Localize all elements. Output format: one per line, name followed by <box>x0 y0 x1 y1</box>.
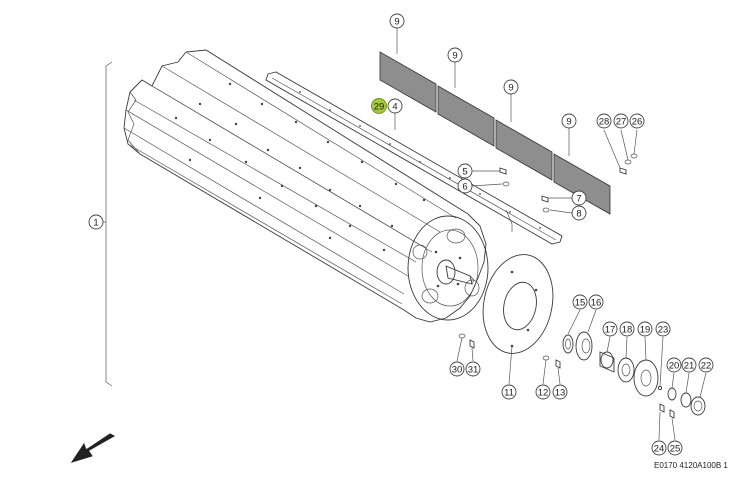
svg-text:9: 9 <box>566 117 571 128</box>
svg-text:24: 24 <box>654 444 665 455</box>
svg-text:20: 20 <box>669 361 680 372</box>
svg-text:23: 23 <box>658 325 669 336</box>
bearing-parts <box>562 331 706 419</box>
callout-18[interactable]: 18 <box>619 321 635 337</box>
svg-text:6: 6 <box>462 182 467 193</box>
callout-19[interactable]: 19 <box>637 321 653 337</box>
callout-23[interactable]: 23 <box>655 321 671 337</box>
callout-24[interactable]: 24 <box>651 440 667 456</box>
svg-text:4: 4 <box>392 102 397 113</box>
callout-4[interactable]: 4 <box>387 98 403 114</box>
svg-text:16: 16 <box>591 298 602 309</box>
callout-31[interactable]: 31 <box>465 361 481 377</box>
callout-labels: 1 4 29 5 6 7 8 9 9 9 9 28 27 26 15 16 17… <box>88 13 714 456</box>
svg-text:1: 1 <box>93 218 98 229</box>
drawing-code: E0170 4120A100B 1 <box>654 461 728 470</box>
callout-9-a[interactable]: 9 <box>389 13 405 29</box>
rotor-drum <box>123 49 489 323</box>
svg-text:25: 25 <box>670 444 681 455</box>
drum-end-disc <box>407 215 489 321</box>
part-11-flange-disc <box>482 254 554 354</box>
callout-1[interactable]: 1 <box>88 214 104 230</box>
callout-22[interactable]: 22 <box>698 357 714 373</box>
svg-text:17: 17 <box>605 325 616 336</box>
svg-text:26: 26 <box>632 117 643 128</box>
assembly-bracket <box>103 61 113 387</box>
callout-6[interactable]: 6 <box>457 178 473 194</box>
svg-text:22: 22 <box>701 361 712 372</box>
leader-lines <box>394 28 707 441</box>
callout-13[interactable]: 13 <box>552 384 568 400</box>
callout-12[interactable]: 12 <box>535 384 551 400</box>
svg-text:9: 9 <box>508 83 513 94</box>
svg-text:31: 31 <box>468 365 479 376</box>
svg-text:8: 8 <box>576 209 581 220</box>
grate-plates <box>379 51 611 215</box>
callout-9-b[interactable]: 9 <box>447 47 463 63</box>
callout-5[interactable]: 5 <box>457 163 473 179</box>
svg-text:12: 12 <box>538 388 549 399</box>
callout-7[interactable]: 7 <box>571 190 587 206</box>
svg-text:29: 29 <box>374 102 385 113</box>
callout-30[interactable]: 30 <box>449 361 465 377</box>
svg-text:15: 15 <box>575 298 586 309</box>
svg-text:21: 21 <box>684 361 695 372</box>
svg-text:11: 11 <box>504 388 514 399</box>
callout-26[interactable]: 26 <box>629 113 645 129</box>
svg-text:19: 19 <box>640 325 651 336</box>
svg-text:18: 18 <box>622 325 633 336</box>
svg-text:9: 9 <box>394 17 399 28</box>
callout-17[interactable]: 17 <box>602 321 618 337</box>
svg-text:9: 9 <box>452 51 457 62</box>
svg-text:13: 13 <box>555 388 566 399</box>
callout-28[interactable]: 28 <box>596 113 612 129</box>
svg-text:7: 7 <box>576 194 581 205</box>
callout-20[interactable]: 20 <box>666 357 682 373</box>
callout-8[interactable]: 8 <box>571 205 587 221</box>
svg-text:30: 30 <box>452 365 463 376</box>
direction-arrow-icon <box>70 433 116 463</box>
svg-text:28: 28 <box>599 117 610 128</box>
callout-9-d[interactable]: 9 <box>561 113 577 129</box>
callout-16[interactable]: 16 <box>588 294 604 310</box>
svg-text:27: 27 <box>616 117 627 128</box>
callout-21[interactable]: 21 <box>681 357 697 373</box>
callout-9-c[interactable]: 9 <box>503 79 519 95</box>
callout-11[interactable]: 11 <box>501 384 517 400</box>
callout-29-highlighted[interactable]: 29 <box>371 98 387 114</box>
callout-25[interactable]: 25 <box>667 440 683 456</box>
drum-rivets <box>174 82 426 252</box>
callout-15[interactable]: 15 <box>572 294 588 310</box>
part-4-wear-strip <box>265 71 563 245</box>
svg-text:5: 5 <box>462 167 467 178</box>
callout-27[interactable]: 27 <box>613 113 629 129</box>
